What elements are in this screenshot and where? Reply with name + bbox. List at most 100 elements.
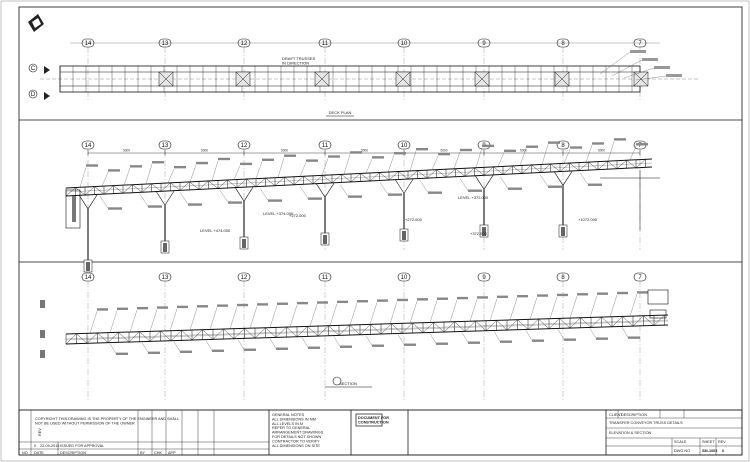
callout-leader <box>607 141 615 162</box>
callout-leader <box>397 334 405 345</box>
section-truss-diagonal <box>443 321 455 333</box>
walkway-line <box>65 320 669 341</box>
grid-label: 11 <box>322 143 329 149</box>
section-truss-diagonal <box>580 317 592 328</box>
section-truss-diagonal <box>317 325 329 337</box>
callout-text-block <box>517 294 528 298</box>
section-truss-diagonal <box>181 330 193 341</box>
callout-leader <box>301 337 309 348</box>
elevation-truss-diagonal <box>493 166 504 175</box>
grid-label: 9 <box>482 275 486 281</box>
callout-leader <box>139 194 149 207</box>
callout-leader <box>365 335 373 346</box>
dimension-text: 5000 <box>520 149 527 153</box>
elevation-truss-diagonal <box>151 183 162 192</box>
callout-leader <box>269 305 278 328</box>
col-app: APP <box>168 451 176 455</box>
note-line: ALL DIMENSIONS IN MM <box>272 417 316 421</box>
callout-text-block <box>148 351 160 355</box>
callout-text-block <box>108 207 122 210</box>
callout-leader <box>459 178 469 191</box>
elevation-truss-diagonal <box>265 177 276 186</box>
grid-label: 9 <box>482 41 486 47</box>
section-truss-diagonal <box>590 316 602 328</box>
section-cut-arrow-icon <box>44 92 50 100</box>
callout-text-block <box>666 74 682 77</box>
callout-leader <box>101 172 109 187</box>
elevation-truss-diagonal <box>626 160 637 168</box>
col-by: BY <box>140 451 146 455</box>
bent-brace <box>553 171 564 186</box>
callout-text-block <box>577 293 588 296</box>
level-tag: LEVEL +474.000 <box>200 228 231 233</box>
callout-text-block <box>117 307 128 311</box>
dimension-text: 5000 <box>598 149 605 153</box>
section-truss-diagonal <box>643 315 655 326</box>
callout-text-block <box>350 151 362 154</box>
callout-text-block <box>180 350 192 353</box>
elevation-truss-diagonal <box>141 183 152 193</box>
callout-leader <box>259 188 269 201</box>
callout-text-block <box>108 169 120 172</box>
callout-leader <box>539 174 549 187</box>
section-truss-diagonal <box>118 332 130 343</box>
callout-text-block <box>212 349 224 352</box>
sheet-header: SHEET <box>702 440 715 444</box>
end-support-detail <box>65 189 81 229</box>
callout-text-block <box>188 203 202 206</box>
grid-label: 11 <box>322 41 329 47</box>
elevation-truss-diagonal <box>512 165 523 174</box>
col-no: NO <box>22 451 28 455</box>
callout-text-block <box>642 58 658 61</box>
callout-text-block <box>460 148 472 152</box>
callout-text-block <box>276 347 288 350</box>
callout-text-block <box>348 195 362 198</box>
grid-label: 8 <box>561 41 565 47</box>
pier-core <box>242 239 246 248</box>
section-truss-diagonal <box>370 324 382 335</box>
elevation-truss-diagonal <box>550 163 561 172</box>
elevation-truss-diagonal <box>350 173 361 183</box>
grid-label: 8 <box>561 143 565 149</box>
section-truss-diagonal <box>517 319 529 330</box>
section-truss-diagonal <box>223 328 235 339</box>
bent-brace <box>243 187 254 202</box>
project-title: TRANSFER CONVEYOR TRUSS DETAILS <box>609 421 683 425</box>
drawing-number: SM-1003 <box>702 449 717 453</box>
note-line: ALL DIMENSIONS ON SITE <box>272 444 320 448</box>
callout-leader <box>623 67 655 79</box>
callout-leader <box>431 155 439 170</box>
callout-text-block <box>636 143 648 146</box>
callout-leader <box>419 180 429 193</box>
elevation-truss-diagonal <box>303 176 314 184</box>
section-view-title: SECTION <box>339 381 357 386</box>
scale-header: SCALE <box>674 440 687 444</box>
section-truss-mid-line <box>65 319 669 340</box>
callout-text-block <box>404 343 416 346</box>
callout-leader <box>99 196 109 209</box>
callout-leader <box>109 310 118 333</box>
callout-leader <box>389 301 398 324</box>
callout-text-block <box>372 344 384 347</box>
section-truss-diagonal <box>338 324 350 336</box>
elevation-truss-diagonal <box>170 182 181 191</box>
callout-leader <box>509 297 518 321</box>
section-truss-diagonal <box>160 330 172 341</box>
callout-text-block <box>340 345 352 348</box>
callout-leader <box>475 147 483 168</box>
callout-leader <box>343 154 351 175</box>
elevation-truss-diagonal <box>379 172 390 181</box>
grid-bubble <box>318 272 332 282</box>
section-view: SECTION <box>40 289 669 388</box>
section-truss-diagonal <box>107 332 119 343</box>
callout-text-block <box>388 193 402 196</box>
bent-brace <box>324 183 335 198</box>
grid-label: 14 <box>85 275 92 281</box>
callout-text-block <box>284 154 296 157</box>
callout-text-block <box>482 144 494 148</box>
section-truss-diagonal <box>548 318 560 329</box>
callout-text-block <box>532 339 544 342</box>
